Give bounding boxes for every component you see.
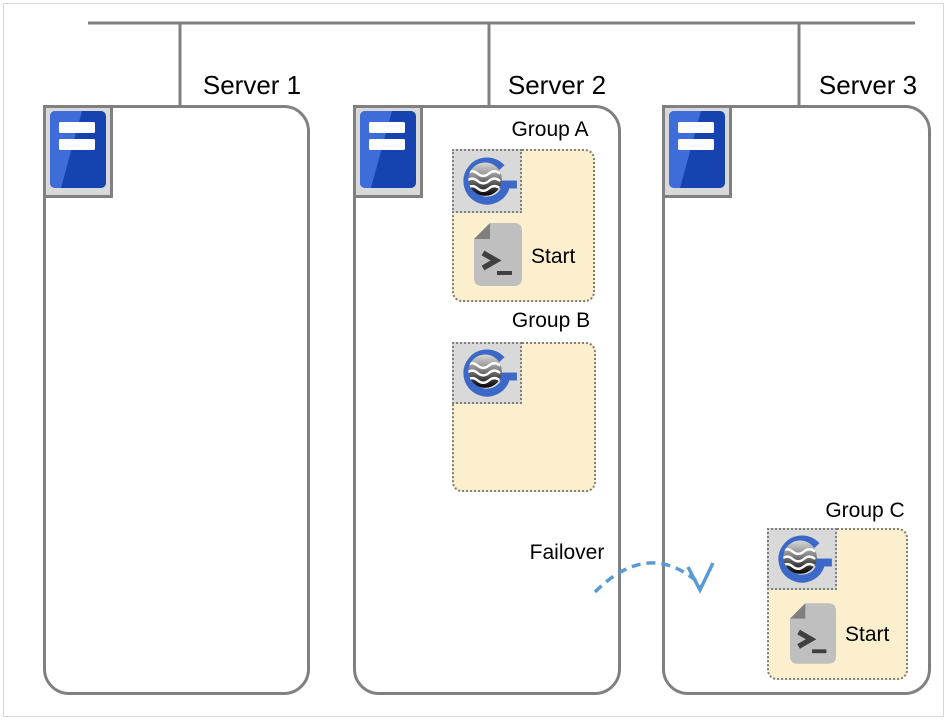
server-icon [662, 105, 732, 198]
start-script-icon [473, 222, 523, 292]
server-1-box [43, 105, 310, 695]
failover-label: Failover [529, 541, 605, 564]
group-c-start-label: Start [845, 623, 890, 646]
slide-frame [3, 3, 944, 717]
cluster-app-logo-icon [767, 528, 837, 590]
group-a-label: Group A [511, 118, 589, 141]
cluster-app-logo-icon [452, 149, 522, 213]
start-script-icon [789, 602, 837, 670]
server-1-label: Server 1 [202, 70, 302, 100]
server-icon [43, 105, 113, 198]
group-a-start-label: Start [531, 245, 576, 268]
cluster-app-logo-icon [452, 342, 522, 404]
group-c-label: Group C [825, 499, 905, 522]
server-icon [353, 105, 423, 198]
server-3-label: Server 3 [818, 70, 918, 100]
group-b-label: Group B [511, 309, 591, 332]
server-2-label: Server 2 [507, 70, 607, 100]
